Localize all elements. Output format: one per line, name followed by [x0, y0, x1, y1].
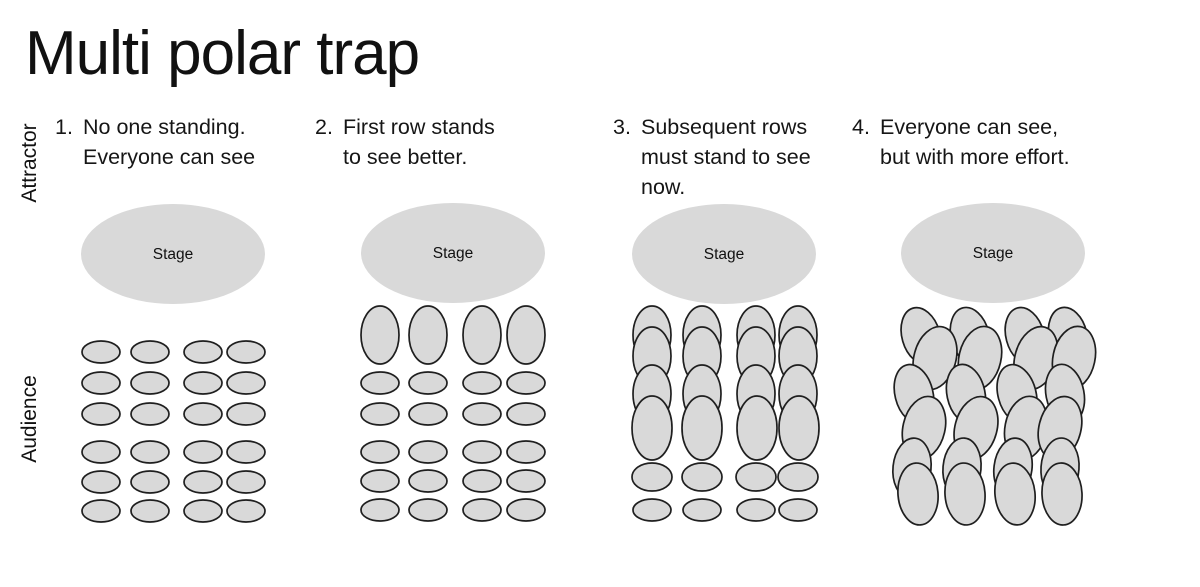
- person-ellipse: [506, 469, 546, 493]
- caption-number: 4.: [852, 115, 870, 139]
- person-ellipse: [408, 469, 448, 493]
- panel: Stage: [360, 203, 546, 522]
- person-ellipse: [130, 470, 170, 494]
- panel-caption-2: 2. First row stands to see better.: [315, 112, 495, 172]
- stage-label: Stage: [973, 245, 1014, 262]
- caption-line: now.: [641, 175, 686, 199]
- panel-caption-1: 1. No one standing. Everyone can see: [55, 112, 255, 172]
- panel: Stage: [81, 204, 266, 523]
- person-ellipse: [81, 499, 121, 523]
- person-ellipse: [226, 470, 266, 494]
- person-ellipse: [130, 499, 170, 523]
- stage-label: Stage: [704, 246, 745, 263]
- person-ellipse: [360, 402, 400, 426]
- person-ellipse: [778, 498, 818, 522]
- page-title: Multi polar trap: [25, 19, 420, 88]
- caption-line: to see better.: [343, 145, 468, 169]
- person-ellipse: [632, 498, 672, 522]
- person-ellipse: [360, 371, 400, 395]
- person-ellipse: [226, 440, 266, 464]
- person-ellipse: [682, 498, 722, 522]
- person-ellipse: [360, 305, 400, 365]
- panel: Stage: [631, 204, 820, 522]
- person-ellipse: [681, 395, 723, 461]
- person-ellipse: [360, 440, 400, 464]
- caption-line: Everyone can see,: [880, 115, 1059, 139]
- person-ellipse: [462, 371, 502, 395]
- person-ellipse: [130, 440, 170, 464]
- person-ellipse: [130, 402, 170, 426]
- caption-line: No one standing.: [83, 115, 246, 139]
- stage-ellipse: [81, 204, 265, 304]
- person-ellipse: [81, 440, 121, 464]
- person-ellipse: [462, 498, 502, 522]
- person-ellipse: [183, 371, 223, 395]
- stage-ellipse: [901, 203, 1085, 303]
- person-ellipse: [631, 462, 673, 492]
- person-ellipse: [408, 440, 448, 464]
- stage-label: Stage: [433, 245, 474, 262]
- person-ellipse: [778, 395, 820, 461]
- person-ellipse: [81, 340, 121, 364]
- caption-line: Subsequent rows: [641, 115, 808, 139]
- person-ellipse: [736, 395, 778, 461]
- person-ellipse: [944, 462, 986, 526]
- person-ellipse: [360, 498, 400, 522]
- panel: Stage: [891, 203, 1097, 526]
- person-ellipse: [130, 340, 170, 364]
- person-ellipse: [506, 371, 546, 395]
- person-ellipse: [462, 402, 502, 426]
- person-ellipse: [360, 469, 400, 493]
- axis-label-audience: Audience: [18, 375, 41, 463]
- person-ellipse: [462, 469, 502, 493]
- axis-label-attractor: Attractor: [18, 123, 41, 203]
- person-ellipse: [183, 340, 223, 364]
- person-ellipse: [183, 470, 223, 494]
- person-ellipse: [408, 371, 448, 395]
- person-ellipse: [506, 305, 546, 365]
- person-ellipse: [736, 498, 776, 522]
- caption-line: Everyone can see: [83, 145, 256, 169]
- caption-line: but with more effort.: [880, 145, 1070, 169]
- person-ellipse: [897, 462, 939, 526]
- person-ellipse: [130, 371, 170, 395]
- person-ellipse: [631, 395, 673, 461]
- person-ellipse: [226, 402, 266, 426]
- person-ellipse: [408, 305, 448, 365]
- caption-number: 2.: [315, 115, 333, 139]
- person-ellipse: [506, 440, 546, 464]
- person-ellipse: [81, 371, 121, 395]
- caption-number: 1.: [55, 115, 73, 139]
- caption-line: First row stands: [343, 115, 495, 139]
- person-ellipse: [81, 470, 121, 494]
- stage-label: Stage: [153, 246, 194, 263]
- person-ellipse: [1041, 462, 1083, 526]
- person-ellipse: [183, 499, 223, 523]
- person-ellipse: [408, 402, 448, 426]
- panel-caption-3: 3. Subsequent rows must stand to see now…: [613, 112, 811, 202]
- person-ellipse: [462, 305, 502, 365]
- person-ellipse: [993, 462, 1037, 526]
- person-ellipse: [735, 462, 777, 492]
- person-ellipse: [183, 440, 223, 464]
- stage-ellipse: [361, 203, 545, 303]
- caption-number: 3.: [613, 115, 631, 139]
- stage-ellipse: [632, 204, 816, 304]
- person-ellipse: [226, 499, 266, 523]
- person-ellipse: [506, 498, 546, 522]
- person-ellipse: [681, 462, 723, 492]
- person-ellipse: [462, 440, 502, 464]
- person-ellipse: [226, 371, 266, 395]
- person-ellipse: [777, 462, 819, 492]
- person-ellipse: [506, 402, 546, 426]
- person-ellipse: [183, 402, 223, 426]
- person-ellipse: [81, 402, 121, 426]
- caption-line: must stand to see: [641, 145, 811, 169]
- panel-caption-4: 4. Everyone can see, but with more effor…: [852, 112, 1070, 172]
- person-ellipse: [408, 498, 448, 522]
- person-ellipse: [226, 340, 266, 364]
